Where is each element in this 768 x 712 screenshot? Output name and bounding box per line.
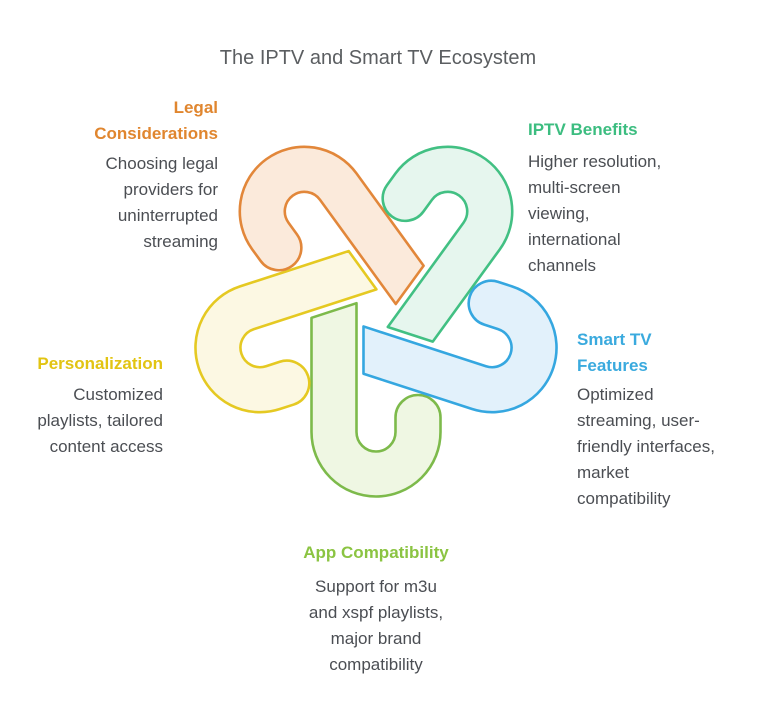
iptv-benefits-label: IPTV Benefits <box>528 120 638 139</box>
smart-tv-features-label: Smart TV Features <box>577 330 652 375</box>
iptv-benefits-description: Higher resolution, multi-screen viewing,… <box>528 152 662 275</box>
smart-tv-features-description: Optimized streaming, user- friendly inte… <box>577 385 715 508</box>
app-compatibility-description: Support for m3u and xspf playlists, majo… <box>308 577 444 674</box>
personalization-description: Customized playlists, tailored content a… <box>37 385 163 456</box>
knot-group <box>177 119 575 498</box>
legal-considerations-label: Legal Considerations <box>94 98 218 143</box>
page-title: The IPTV and Smart TV Ecosystem <box>219 47 537 69</box>
app-compatibility-label: App Compatibility <box>303 543 449 562</box>
personalization-label: Personalization <box>37 354 163 373</box>
legal-considerations-description: Choosing legal providers for uninterrupt… <box>105 154 218 251</box>
